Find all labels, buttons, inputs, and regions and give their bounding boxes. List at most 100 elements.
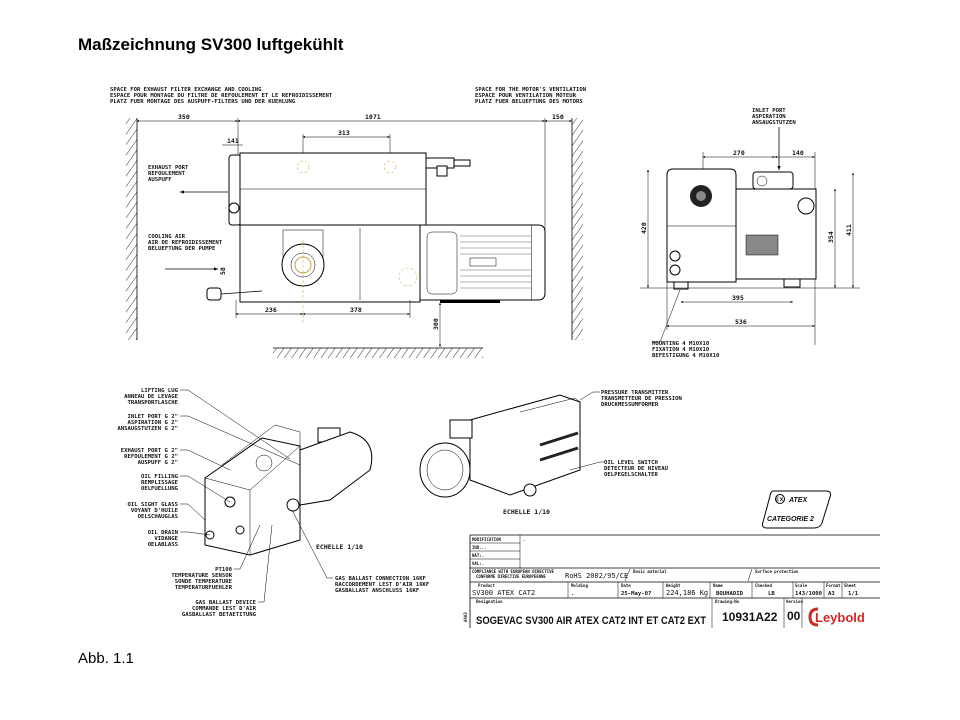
exhaust-port-label: EXHAUST PORT xyxy=(148,165,189,171)
title-block: MODIFICATION IND... NAT:. VAL:. . COMPLI… xyxy=(463,534,880,628)
pressure-transmitter-label: PRESSURE TRANSMITTER xyxy=(601,390,669,396)
date-value: 25-May-07 xyxy=(621,591,651,597)
inlet-port-label-de: ANSAUGSTUTZEN xyxy=(752,120,796,126)
note-exhaust-space-de: PLATZ FUER MONTAGE DES AUSPUFF-FILTERS U… xyxy=(110,99,296,105)
compliance-label: COMPLIANCE WITH EUROPEAN DIRECTIVE xyxy=(472,569,554,574)
exhaust-port-g2-label-de: AUSPUFF G 2" xyxy=(138,460,178,466)
oil-drain-label: OIL DRAIN xyxy=(148,530,179,536)
rohs-directive: RoHS 2002/95/CE xyxy=(565,572,628,580)
inlet-port-label-fr: ASPIRATION xyxy=(752,114,786,120)
date-label: Date xyxy=(621,583,631,588)
leybold-logo: Leybold xyxy=(808,607,865,627)
compliance-label-fr: CONFORME DIRECTIVE EUROPEENNE xyxy=(476,574,546,579)
designation-label: Designation xyxy=(476,599,503,604)
mod-index: IND... xyxy=(472,545,486,550)
checked-label: Checked xyxy=(755,583,772,588)
product-value: SV300 ATEX CAT2 xyxy=(472,589,535,597)
pt100-label: PT100 xyxy=(215,567,232,573)
pressure-transmitter-label-de: DRUCKMESSUMFORMER xyxy=(601,402,659,408)
lifting-lug-label: LIFTING LUG xyxy=(141,388,179,394)
motor xyxy=(419,224,546,303)
note-motor-space-de: PLATZ FUER BELUEFTUNG DES MOTORS xyxy=(475,99,583,105)
lifting-lug-label-fr: ANNEAU DE LEVAGE xyxy=(124,394,178,400)
inlet-port-g2-label: INLET PORT G 2" xyxy=(127,414,178,420)
pt100-label-en: TEMPERATURE SENSOR xyxy=(171,573,232,579)
oil-drain-label-de: OELABLASS xyxy=(148,542,179,548)
gas-ballast-connection-label-fr: RACCORDEMENT LEST D'AIR 16KF xyxy=(335,582,430,588)
cooling-air-label-fr: AIR DE REFROIDISSEMENT xyxy=(148,240,223,246)
sheet-value: 1/1 xyxy=(848,591,859,597)
side-view: SPACE FOR EXHAUST FILTER EXCHANGE AND CO… xyxy=(110,87,587,358)
gas-ballast-device-label: GAS BALLAST DEVICE xyxy=(195,600,256,606)
dim-395: 395 xyxy=(732,294,744,302)
sheet-label: Sheet xyxy=(844,583,857,588)
pump-body xyxy=(239,224,421,303)
mounting-label: MOUNTING 4 M10X10 xyxy=(652,341,710,347)
oil-drain-label-fr: VIDANGE xyxy=(154,536,178,542)
exhaust-port-label-de: AUSPUFF xyxy=(148,177,172,183)
oil-sight-glass-label: OIL SIGHT GLASS xyxy=(127,502,178,508)
motor-fan-cover xyxy=(419,442,471,498)
dim-1071: 1071 xyxy=(365,113,381,121)
molding-value: . xyxy=(571,591,574,597)
note-motor-space: SPACE FOR THE MOTOR'S VENTILATION xyxy=(475,87,587,93)
oil-sight-glass-label-de: OELSCHAUGLAS xyxy=(138,514,179,520)
scale-label: Scale xyxy=(795,583,808,588)
product-label: Product xyxy=(478,583,495,588)
atex-category-label: CATEGORIE 2 xyxy=(767,516,814,523)
mod-validation: VAL:. xyxy=(472,561,484,566)
inlet-port-g2-label-de: ANSAUGSTUTZEN G 2" xyxy=(117,426,178,432)
note-motor-space-fr: ESPACE POUR VENTILATION MOTEUR xyxy=(475,93,577,99)
note-exhaust-space-fr: ESPACE POUR MONTAGE DU FILTRE DE REFOULE… xyxy=(110,93,333,99)
scale-label-left: ECHELLE 1/10 xyxy=(316,543,363,551)
scale-value: 143/1000 xyxy=(795,591,823,597)
modification-label: MODIFICATION xyxy=(472,537,501,542)
note-exhaust-space: SPACE FOR EXHAUST FILTER EXCHANGE AND CO… xyxy=(110,87,262,93)
mounting-label-fr: FIXATION 4 M10X10 xyxy=(652,347,710,353)
dim-350: 350 xyxy=(178,113,190,121)
surface-protection-label: Surface protection xyxy=(755,569,799,574)
dim-300: 300 xyxy=(432,318,440,330)
gas-ballast-connection-label: GAS BALLAST CONNECTION 16KF xyxy=(335,576,427,582)
dim-236: 236 xyxy=(265,306,277,314)
isometric-view-right: PRESSURE TRANSMITTER TRANSMETTEUR DE PRE… xyxy=(419,390,682,516)
basic-material-label: Basic material xyxy=(633,569,667,574)
inlet-port-label: INLET PORT xyxy=(752,108,786,114)
exhaust-port-g2-label: EXHAUST PORT G 2" xyxy=(121,448,178,454)
oil-filling-label-de: OELFUELLUNG xyxy=(141,486,179,492)
mod-value: . xyxy=(523,537,525,542)
pressure-transmitter-label-fr: TRANSMETTEUR DE PRESSION xyxy=(601,396,682,402)
gas-ballast-connection-label-de: GASBALLAST ANSCHLUSS 16KF xyxy=(335,588,420,594)
molding-label: Molding xyxy=(571,583,588,588)
oil-level-switch-label-fr: DETECTEUR DE NIVEAU xyxy=(604,466,669,472)
right-wall-hatch xyxy=(572,118,583,340)
oil-filling-label: OIL FILLING xyxy=(141,474,179,480)
gas-ballast-device-label-de: GASBALLAST BETAETITUNG xyxy=(182,612,257,618)
oil-sight-glass-label-fr: VOYANT D'HUILE xyxy=(131,508,178,514)
oil-filling-label-fr: REMPLISSAGE xyxy=(141,480,178,486)
side-code: A4A3 xyxy=(463,612,468,622)
page-title: Maßzeichnung SV300 luftgekühlt xyxy=(78,35,344,54)
dim-420: 420 xyxy=(640,222,648,234)
front-view: INLET PORT ASPIRATION ANSAUGSTUTZEN 270 … xyxy=(640,108,860,359)
floor-hatch xyxy=(273,348,483,358)
weight-value: 224,186 Kg xyxy=(666,589,708,597)
dim-58: 58 xyxy=(219,267,227,275)
format-value: A3 xyxy=(828,591,835,597)
scale-label-right: ECHELLE 1/10 xyxy=(503,508,550,516)
dim-270: 270 xyxy=(733,149,745,157)
pump-end-cover xyxy=(666,168,737,283)
dim-140: 140 xyxy=(792,149,804,157)
gas-ballast-device-label-fr: COMMANDE LEST D'AIR xyxy=(192,606,257,612)
exhaust-port-label-fr: REFOULEMENT xyxy=(148,171,186,177)
dim-150: 150 xyxy=(552,113,564,121)
leybold-logo-text: Leybold xyxy=(815,610,865,625)
designation-value: SOGEVAC SV300 AIR ATEX CAT2 INT ET CAT2 … xyxy=(476,615,706,627)
isometric-view-left: LIFTING LUG ANNEAU DE LEVAGE TRANSPORTLA… xyxy=(117,388,430,618)
cooling-air-label-de: BELUEFTUNG DER PUMPE xyxy=(148,246,215,252)
name-label: Name xyxy=(713,583,723,588)
dim-313: 313 xyxy=(338,129,350,137)
dim-378: 378 xyxy=(350,306,362,314)
left-wall-hatch xyxy=(126,118,137,340)
dim-141: 141 xyxy=(227,137,239,145)
